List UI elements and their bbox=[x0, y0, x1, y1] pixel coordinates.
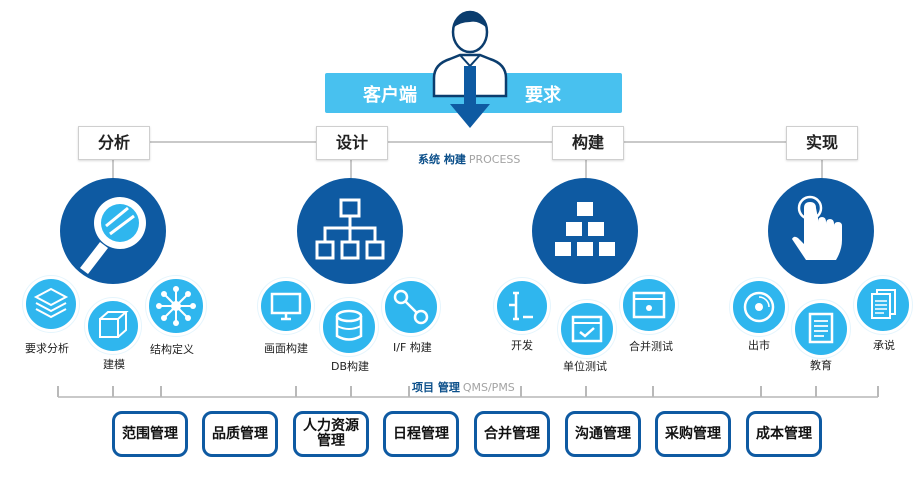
process-caption-main: 系统 构建 bbox=[418, 153, 466, 166]
hr-management-label-line1: 人力资源 bbox=[303, 418, 359, 434]
analysis-circle bbox=[60, 178, 166, 284]
cost-management-box: 成本管理 bbox=[746, 411, 822, 457]
scope-management-label: 范围管理 bbox=[122, 425, 178, 442]
label-integration-test: 合并测试 bbox=[629, 340, 673, 353]
label-requirement-analysis: 要求分析 bbox=[25, 342, 69, 355]
cube-icon bbox=[99, 311, 129, 338]
tick-12 bbox=[877, 386, 879, 397]
label-interface-build: I/F 构建 bbox=[393, 341, 432, 354]
process-caption-sub: PROCESS bbox=[468, 153, 521, 166]
management-caption-main: 项目 管理 bbox=[412, 381, 460, 394]
customer-person-icon bbox=[432, 10, 508, 128]
management-line bbox=[58, 396, 878, 398]
phase-stem-1 bbox=[112, 157, 114, 179]
procurement-management-box: 采购管理 bbox=[655, 411, 731, 457]
disc-icon bbox=[743, 291, 775, 323]
schedule-management-box: 日程管理 bbox=[383, 411, 459, 457]
network-hub-icon bbox=[156, 286, 196, 326]
phase-stem-2 bbox=[350, 157, 352, 179]
tick-10 bbox=[760, 386, 762, 397]
layers-icon bbox=[33, 287, 69, 319]
quality-management-label: 品质管理 bbox=[212, 425, 268, 442]
label-screen-build: 画面构建 bbox=[264, 342, 308, 355]
tick-5 bbox=[350, 386, 352, 397]
build-circle bbox=[532, 178, 638, 284]
communication-management-box: 沟通管理 bbox=[565, 411, 641, 457]
development-circle bbox=[494, 278, 550, 334]
phase-design: 设计 bbox=[316, 126, 388, 160]
education-circle bbox=[792, 300, 850, 358]
checked-window-icon bbox=[571, 315, 603, 343]
label-development: 开发 bbox=[511, 339, 533, 352]
label-release: 出市 bbox=[748, 339, 770, 352]
cost-management-label: 成本管理 bbox=[756, 425, 812, 442]
tick-7 bbox=[520, 386, 522, 397]
browser-window-icon bbox=[632, 291, 666, 319]
org-chart-icon bbox=[315, 198, 385, 260]
quality-management-box: 品质管理 bbox=[202, 411, 278, 457]
procurement-management-label: 采购管理 bbox=[665, 425, 721, 442]
label-education: 教育 bbox=[810, 359, 832, 372]
documents-stack-icon bbox=[871, 289, 896, 319]
phase-stem-4 bbox=[821, 157, 823, 179]
label-structure-definition: 结构定义 bbox=[150, 343, 194, 356]
hr-management-label-line2: 管理 bbox=[317, 433, 345, 449]
modeling-circle bbox=[85, 298, 141, 354]
tick-2 bbox=[112, 386, 114, 397]
scope-management-box: 范围管理 bbox=[112, 411, 188, 457]
touch-hand-icon bbox=[792, 195, 842, 260]
design-circle bbox=[297, 178, 403, 284]
connector-icon bbox=[393, 289, 429, 325]
phase-stem-3 bbox=[585, 157, 587, 179]
tick-1 bbox=[57, 386, 59, 397]
unit-test-circle bbox=[558, 300, 616, 358]
magnifier-icon bbox=[80, 197, 146, 274]
schedule-management-label: 日程管理 bbox=[393, 425, 449, 442]
management-caption-sub: QMS/PMS bbox=[462, 381, 515, 394]
structure-definition-circle bbox=[146, 276, 206, 336]
label-unit-test: 单位测试 bbox=[563, 360, 607, 373]
tick-4 bbox=[295, 386, 297, 397]
tick-8 bbox=[585, 386, 587, 397]
label-acceptance: 承说 bbox=[873, 339, 895, 352]
phase-deploy: 实现 bbox=[786, 126, 858, 160]
interface-build-circle bbox=[382, 278, 440, 336]
label-db-build: DB构建 bbox=[331, 360, 370, 373]
requirement-label: 要求 bbox=[525, 85, 561, 106]
database-icon bbox=[335, 309, 363, 341]
tick-6 bbox=[408, 386, 410, 397]
tick-3 bbox=[160, 386, 162, 397]
code-cursor-icon bbox=[509, 291, 533, 321]
document-icon bbox=[808, 312, 834, 344]
requirement-analysis-circle bbox=[23, 276, 79, 332]
label-modeling: 建模 bbox=[103, 358, 125, 371]
tick-9 bbox=[652, 386, 654, 397]
monitor-icon bbox=[270, 292, 302, 321]
acceptance-circle bbox=[854, 276, 912, 334]
hr-management-box: 人力资源 管理 bbox=[293, 411, 369, 457]
integration-management-label: 合并管理 bbox=[484, 425, 540, 442]
process-line bbox=[113, 141, 823, 143]
db-build-circle bbox=[320, 298, 378, 356]
deploy-circle bbox=[768, 178, 874, 284]
blocks-pyramid-icon bbox=[555, 202, 615, 256]
tick-11 bbox=[815, 386, 817, 397]
integration-test-circle bbox=[620, 276, 678, 334]
integration-management-box: 合并管理 bbox=[474, 411, 550, 457]
release-circle bbox=[730, 278, 788, 336]
screen-build-circle bbox=[258, 278, 314, 334]
phase-build: 构建 bbox=[552, 126, 624, 160]
client-label: 客户端 bbox=[363, 85, 417, 106]
communication-management-label: 沟通管理 bbox=[575, 425, 631, 442]
phase-analysis: 分析 bbox=[78, 126, 150, 160]
